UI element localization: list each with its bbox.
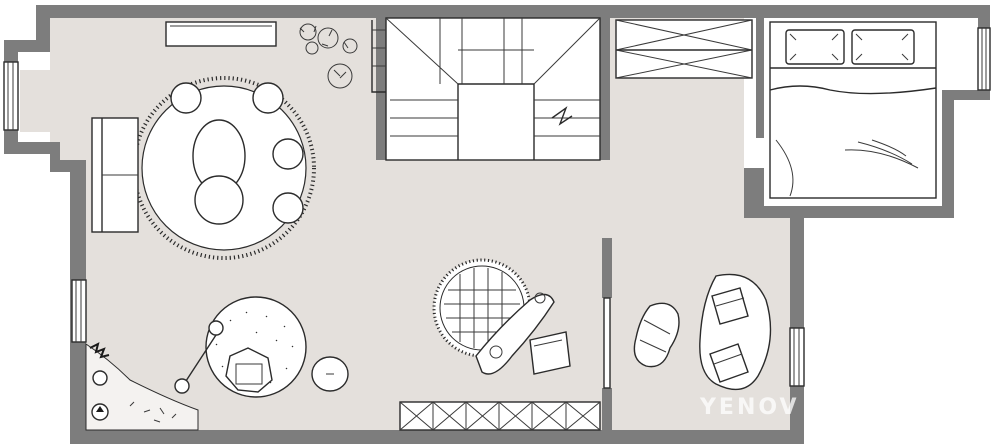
dining-chairs (170, 82, 304, 225)
wardrobe (615, 19, 753, 79)
lounge (432, 258, 571, 375)
plant-icon (299, 23, 358, 89)
tv-cabinet (399, 401, 601, 431)
windows (3, 27, 991, 389)
watermark: YENOV (699, 395, 800, 420)
side-lounge (633, 273, 772, 391)
coffee-table (633, 302, 680, 368)
curved-sofa (475, 293, 555, 375)
reading-corner (174, 296, 349, 398)
armchair-icon (711, 287, 749, 325)
walls (4, 5, 990, 444)
bench-sofa (91, 117, 139, 233)
armchair-icon (709, 343, 749, 383)
armchair-icon (529, 331, 571, 375)
dining-area (91, 76, 316, 260)
pillow-icon (851, 29, 915, 65)
armchair-icon (225, 347, 273, 393)
planter-icon (85, 342, 199, 431)
svg-text:YENOV: YENOV (699, 395, 800, 420)
staircase (371, 17, 601, 161)
bedroom (764, 18, 942, 206)
floor-lamp-icon (208, 320, 224, 336)
pillow-icon (785, 29, 845, 65)
